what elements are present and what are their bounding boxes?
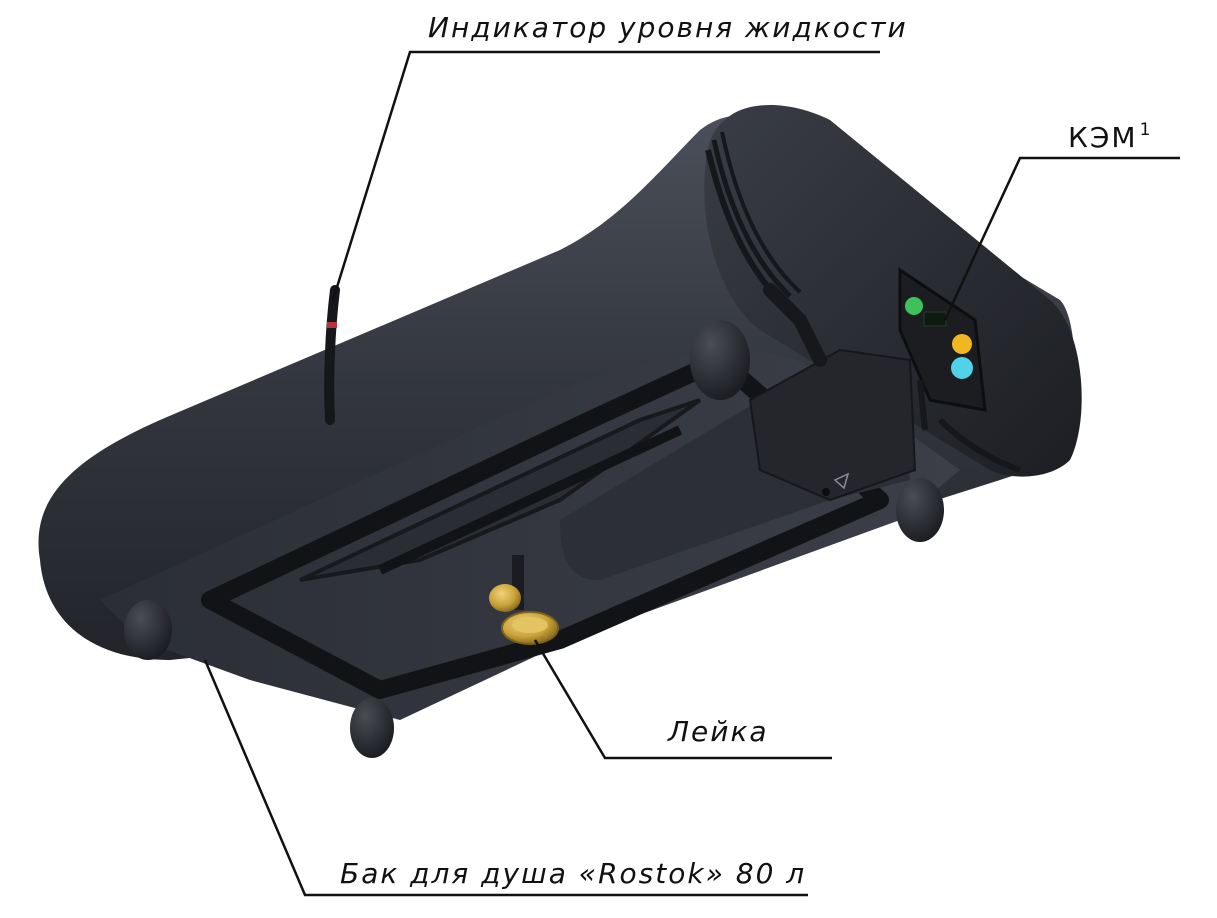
foot-top [690,320,750,400]
foot-bottom [350,698,394,758]
foot-left [124,600,172,660]
bottom-channel [201,351,889,699]
green-led-icon [905,297,923,315]
kem-control-panel [898,267,987,412]
level-indicator-tube [324,285,340,425]
tank-end-cap [704,105,1082,477]
label-shower-head: Лейка [668,715,769,748]
leader-tank [203,659,808,897]
shower-head [489,555,559,645]
label-level-indicator: Индикатор уровня жидкости [428,11,908,44]
leader-leika [533,639,832,760]
label-kem-superscript: 1 [1139,120,1153,140]
leader-lines [203,50,1180,897]
cyan-led-icon [951,357,973,379]
label-kem-text: КЭМ [1068,121,1138,154]
yellow-led-icon [952,334,972,354]
label-tank: Бак для душа «Rostok» 80 л [340,857,807,890]
leader-kem [943,156,1180,321]
foot-right [896,478,944,542]
leader-indicator [331,50,880,301]
